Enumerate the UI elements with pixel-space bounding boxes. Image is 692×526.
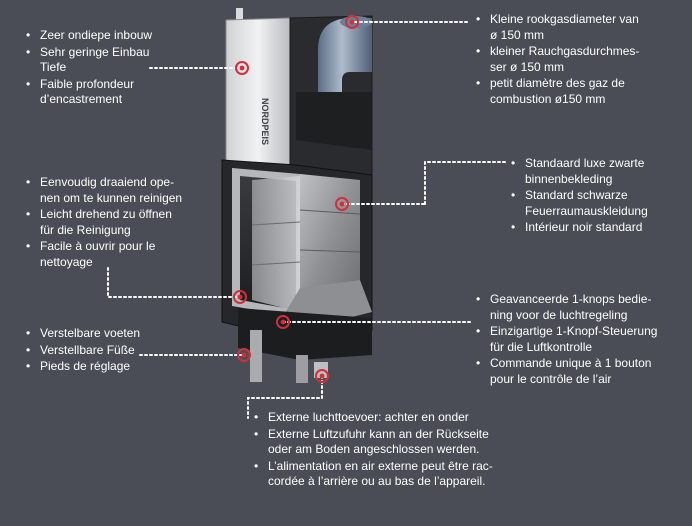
callout-line: für die Luftkontrolle — [490, 339, 593, 354]
marker-depth — [235, 61, 249, 75]
callout-line: Zeer ondiepe inbouw — [40, 28, 153, 42]
callout-item: kleiner Rauchgasdurchmes-ser ø 150 mm — [476, 44, 676, 75]
callout-line: pour le contrôle de l’air — [490, 371, 612, 386]
callout-item: Externe luchttoevoer: achter en onder — [254, 410, 544, 426]
callout-feet: Verstelbare voeten Verstellbare Füße Pie… — [26, 326, 166, 376]
callout-line: combustion ø150 mm — [490, 91, 606, 106]
marker-external-air — [315, 369, 329, 383]
callout-line: für die Reinigung — [40, 222, 131, 237]
marker-air-control — [276, 315, 290, 329]
callout-line: kleiner Rauchgasdurchmes- — [490, 44, 640, 58]
callout-line: cordée à l’arrière ou au bas de l’appare… — [268, 474, 486, 488]
callout-item: Zeer ondiepe inbouw — [26, 28, 166, 44]
callout-line: oder am Boden angeschlossen werden. — [268, 442, 480, 456]
callout-line: Facile à ouvrir pour le — [40, 239, 156, 253]
callout-item: Pieds de réglage — [26, 359, 166, 375]
callout-item: Eenvoudig draaiend ope-nen om te kunnen … — [26, 175, 206, 206]
callout-line: L’alimentation en air externe peut être … — [268, 458, 493, 473]
callout-item: Verstelbare voeten — [26, 326, 166, 342]
callout-line: binnenbekleding — [525, 171, 613, 186]
adjustable-foot-rear — [296, 355, 308, 383]
callout-door: Eenvoudig draaiend ope-nen om te kunnen … — [26, 175, 206, 271]
callout-item: Intérieur noir standard — [511, 220, 681, 236]
callout-line: ser ø 150 mm — [490, 59, 565, 74]
callout-line: nen om te kunnen reinigen — [40, 190, 183, 205]
callout-line: Standaard luxe zwarte — [525, 156, 645, 170]
callout-line: Sehr geringe Einbau — [40, 44, 150, 59]
marker-door — [233, 290, 247, 304]
callout-line: Commande unique à 1 bouton — [490, 356, 652, 370]
callout-line: ø 150 mm — [490, 27, 545, 42]
top-hanger — [236, 8, 243, 22]
callout-depth: Zeer ondiepe inbouw Sehr geringe EinbauT… — [26, 28, 166, 109]
callout-line: petit diamètre des gaz de — [490, 76, 625, 90]
callout-line: Leicht drehend zu öffnen — [40, 207, 172, 221]
side-liner — [252, 176, 300, 312]
smoke-chamber — [296, 92, 372, 150]
marker-feet — [237, 348, 251, 362]
leader-lining-up — [424, 161, 506, 205]
leader-external-air — [247, 375, 323, 419]
adjustable-foot — [250, 330, 262, 382]
callout-item: L’alimentation en air externe peut être … — [254, 459, 544, 490]
marker-flue — [345, 15, 359, 29]
callout-line: Externe luchttoevoer: achter en onder — [268, 410, 469, 424]
callout-item: Verstellbare Füße — [26, 343, 166, 359]
callout-external-air: Externe luchttoevoer: achter en onder Ex… — [254, 410, 544, 491]
callout-line: Intérieur noir standard — [525, 220, 643, 234]
callout-line: Feuerraumauskleidung — [525, 203, 648, 218]
callout-air-control: Geavanceerde 1-knops bedie-ning voor de … — [476, 292, 686, 388]
callout-line: Standard schwarze — [525, 188, 628, 202]
flue-pipe — [318, 18, 372, 92]
callout-line: Verstelbare voeten — [40, 326, 141, 340]
marker-lining — [335, 197, 349, 211]
callout-line: nettoyage — [40, 254, 93, 269]
callout-line: Pieds de réglage — [40, 359, 131, 373]
callout-line: Tiefe — [40, 60, 67, 74]
upper-casing — [225, 17, 291, 186]
callout-line: Verstellbare Füße — [40, 342, 135, 357]
callout-line: Faible profondeur — [40, 76, 135, 91]
callout-item: Geavanceerde 1-knops bedie-ning voor de … — [476, 292, 686, 323]
callout-line: Einzigartige 1-Knopf-Steuerung — [490, 324, 658, 338]
leader-door — [107, 267, 241, 298]
callout-item: Externe Luftzufuhr kann an der Rückseite… — [254, 427, 544, 458]
callout-line: Kleine rookgasdiameter van — [490, 12, 639, 26]
callout-line: ning voor de luchtregeling — [490, 307, 628, 322]
callout-markers — [233, 15, 359, 383]
callout-line: Eenvoudig draaiend ope- — [40, 175, 175, 189]
callout-line: Geavanceerde 1-knops bedie- — [490, 292, 652, 306]
callout-line: Externe Luftzufuhr kann an der Rückseite — [268, 426, 489, 441]
brand-text: NORDPEIS — [260, 98, 270, 145]
callout-line: d’encastrement — [40, 92, 123, 106]
